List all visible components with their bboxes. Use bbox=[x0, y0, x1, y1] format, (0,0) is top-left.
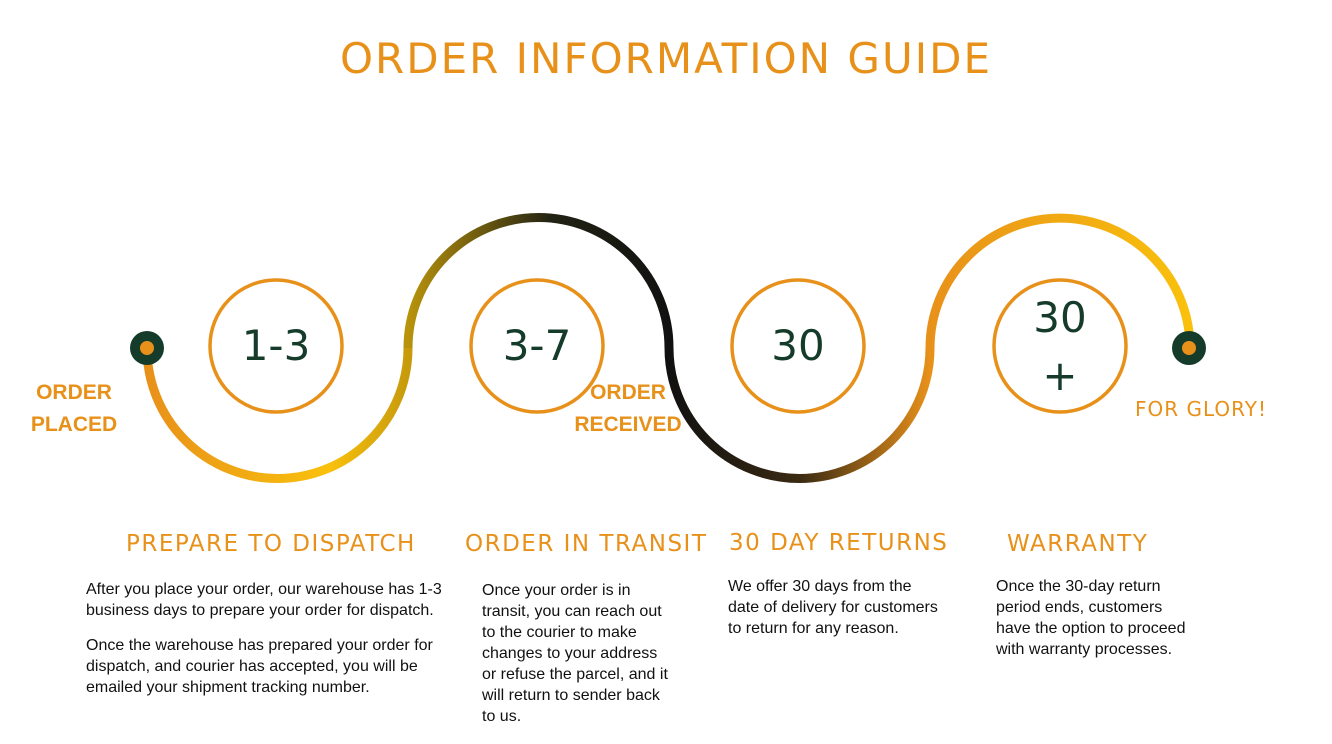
timeline-segment-1 bbox=[142, 343, 413, 483]
order-received-line-2: RECEIVED bbox=[574, 413, 682, 436]
prepare-to-dispatch-paragraph-1: After you place your order, our warehous… bbox=[86, 581, 442, 619]
start-node bbox=[130, 331, 164, 365]
order-received-line-1: ORDER bbox=[590, 381, 666, 404]
step-3-ring bbox=[730, 278, 866, 414]
step-4-number-bottom: + bbox=[1042, 351, 1078, 400]
timeline-segment-2 bbox=[403, 213, 674, 349]
order-placed-line-1: ORDER bbox=[36, 381, 112, 404]
order-placed-label: ORDER PLACED bbox=[14, 377, 134, 441]
warranty-heading: WARRANTY bbox=[1007, 531, 1149, 557]
timeline-segment-4 bbox=[925, 213, 1195, 353]
page-title: ORDER INFORMATION GUIDE bbox=[340, 34, 992, 83]
30-day-returns-paragraph: We offer 30 days from the date of delive… bbox=[728, 578, 938, 637]
30-day-returns-text: We offer 30 days from the date of delive… bbox=[728, 576, 938, 653]
for-glory-label: FOR GLORY! bbox=[1135, 397, 1268, 421]
step-1-number: 1-3 bbox=[241, 321, 311, 370]
timeline-segment-3 bbox=[664, 347, 935, 483]
order-in-transit-text: Once your order is in transit, you can r… bbox=[482, 580, 668, 741]
warranty-paragraph: Once the 30-day return period ends, cust… bbox=[996, 578, 1186, 658]
step-2-number: 3-7 bbox=[502, 321, 572, 370]
step-2-ring bbox=[469, 278, 605, 414]
end-node bbox=[1172, 331, 1206, 365]
prepare-to-dispatch-text: After you place your order, our warehous… bbox=[86, 579, 444, 712]
warranty-text: Once the 30-day return period ends, cust… bbox=[996, 576, 1192, 674]
prepare-to-dispatch-heading: PREPARE TO DISPATCH bbox=[126, 531, 416, 557]
order-in-transit-paragraph: Once your order is in transit, you can r… bbox=[482, 582, 668, 725]
step-3-number: 30 bbox=[771, 321, 825, 370]
order-in-transit-heading: ORDER IN TRANSIT bbox=[465, 531, 708, 557]
order-received-label: ORDER RECEIVED bbox=[568, 377, 688, 441]
step-1-ring bbox=[208, 278, 344, 414]
order-placed-line-2: PLACED bbox=[30, 413, 118, 436]
step-4-number-top: 30 bbox=[1033, 293, 1087, 342]
30-day-returns-heading: 30 DAY RETURNS bbox=[729, 530, 949, 556]
step-4-ring bbox=[992, 278, 1128, 414]
prepare-to-dispatch-paragraph-2: Once the warehouse has prepared your ord… bbox=[86, 637, 433, 696]
